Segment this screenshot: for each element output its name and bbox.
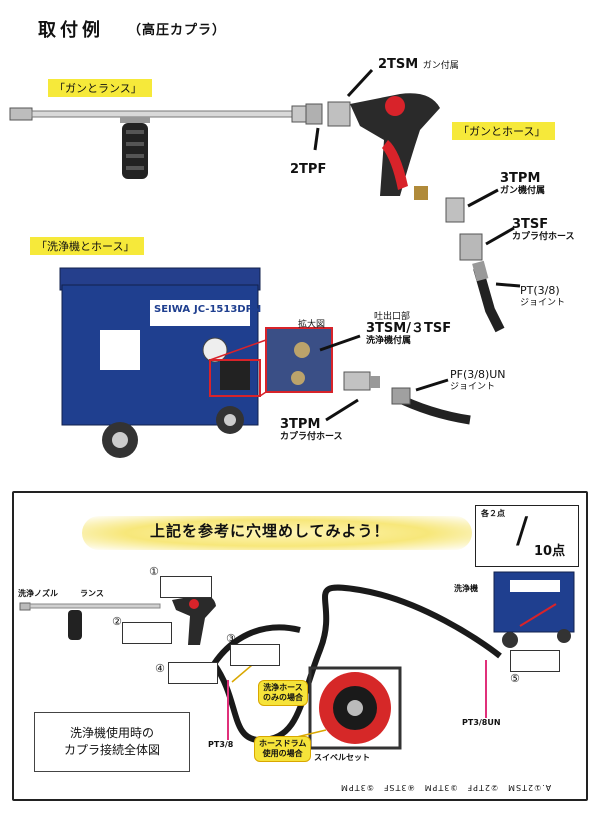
coupler-2tpf [291,103,323,125]
score-box [475,505,579,567]
page-subtitle: （高圧カプラ） [128,23,227,38]
blank-number-2: ② [112,615,122,628]
answer-key-upside-down: A.①2TSM ②2TPF ③3TPM ④3TSF ⑤3TPM [340,783,552,792]
lance-illustration [9,107,293,179]
gun-illustration [350,93,440,200]
label-pt38-quiz: PT3/8 [208,740,234,749]
blank-number-4: ④ [155,662,165,675]
hose-top [473,266,505,333]
coupler-3tpm-top [445,197,465,223]
quiz-lance [19,602,161,640]
answer-blank-3[interactable] [230,644,280,666]
quiz-banner-text: 上記を参考に穴埋めしてみよう！ [150,522,390,540]
overview-line-1: 洗浄機使用時の [69,726,154,740]
answer-blank-1[interactable] [160,576,212,598]
page-title: 取付例 [38,20,104,41]
blank-number-5: ⑤ [510,672,520,685]
quiz-washer [493,571,575,648]
quiz-hose-loop [211,584,502,744]
label-pt38: PT(3/8)ジョイント [520,284,566,308]
machine-model: JC-1513DPN [194,304,262,315]
label-lance: ランス [80,589,104,598]
quiz-gun [172,594,216,645]
score-total: 10点 [534,544,566,559]
blank-number-3: ③ [226,632,236,645]
quiz-hose-reel [308,666,402,750]
label-gun-lance: 「ガンとランス」 [48,79,152,97]
label-2tpf: 2TPF [290,162,327,177]
label-washer-hose: 「洗浄機とホース」 [30,237,145,255]
answer-blank-5[interactable] [510,650,560,672]
washer-machine-illustration [59,267,261,458]
score-slash: / [516,510,529,551]
overview-line-2: カプラ接続全体図 [63,743,160,757]
tag-hose-only: 洗浄ホース のみの場合 [258,680,308,706]
coupler-2tsm [327,101,351,127]
tag-drum-use: ホースドラム 使用の場合 [254,736,312,762]
label-outlet: 吐出口部 [374,312,411,322]
quiz-banner-bg [82,516,472,550]
label-2tsm: 2TSM ガン付属 [378,57,459,72]
label-washer: 洗浄機 [454,584,478,593]
answer-blank-2[interactable] [122,622,172,644]
label-nozzle: 洗浄ノズル [18,589,58,598]
label-gun-hose: 「ガンとホース」 [452,122,556,140]
score-each: 各２点 [481,509,505,518]
blank-number-1: ① [149,565,159,578]
machine-brand: SEIWA [154,304,191,315]
coupler-3tsf [459,233,483,261]
overview-caption-box: 洗浄機使用時の カプラ接続全体図 [34,712,190,772]
answer-blank-4[interactable] [168,662,218,684]
label-zoom: 拡大図 [298,320,326,330]
label-pt38un-quiz: PT3/8UN [462,718,501,727]
label-swivel: スイベルセット [314,753,370,762]
coupler-3tpm-bottom [343,371,371,391]
quiz-panel [12,491,588,801]
